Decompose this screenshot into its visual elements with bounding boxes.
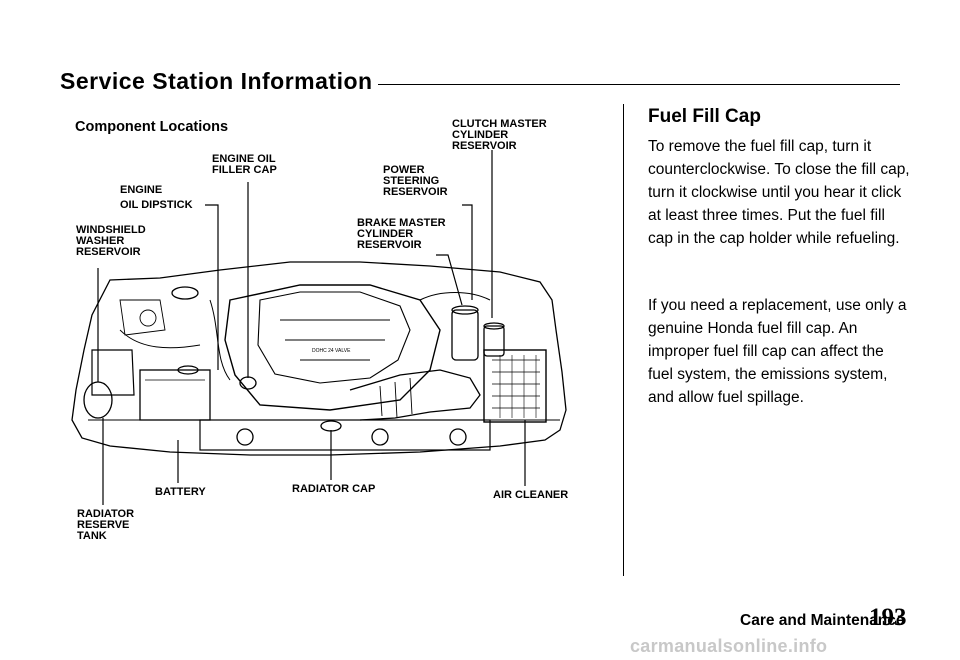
header-rule bbox=[378, 84, 900, 85]
label-air-cleaner: AIR CLEANER bbox=[493, 489, 569, 501]
label-radiator-cap: RADIATOR CAP bbox=[292, 483, 376, 495]
fuel-fill-cap-heading: Fuel Fill Cap bbox=[648, 106, 761, 127]
label-clutch-master-cylinder-reservoir: CLUTCH MASTER CYLINDER RESERVOIR bbox=[452, 118, 547, 152]
label-battery: BATTERY bbox=[155, 486, 206, 498]
fuel-cap-replacement-note: If you need a replacement, use only a ge… bbox=[648, 297, 907, 406]
label-radiator-reserve-tank: RADIATOR RESERVE TANK bbox=[77, 508, 135, 542]
page-number: 193 bbox=[869, 604, 907, 631]
component-locations-heading: Component Locations bbox=[75, 119, 229, 135]
label-windshield-washer-reservoir: WINDSHIELD WASHER RESERVOIR bbox=[76, 224, 146, 258]
watermark: carmanualsonline.info bbox=[630, 636, 828, 656]
label-engine-oil-dipstick: ENGINE OIL DIPSTICK bbox=[120, 184, 193, 211]
label-engine-oil-filler-cap: ENGINE OIL FILLER CAP bbox=[212, 153, 277, 176]
svg-text:DOHC 24 VALVE: DOHC 24 VALVE bbox=[312, 348, 351, 354]
fuel-cap-instructions: To remove the fuel fill cap, turn it cou… bbox=[648, 138, 910, 247]
page-title: Service Station Information bbox=[60, 68, 373, 94]
section-footer: Care and Maintenance bbox=[740, 612, 905, 629]
label-brake-master-cylinder-reservoir: BRAKE MASTER CYLINDER RESERVOIR bbox=[357, 217, 446, 251]
column-divider bbox=[623, 104, 624, 576]
label-power-steering-reservoir: POWER STEERING RESERVOIR bbox=[383, 164, 448, 198]
